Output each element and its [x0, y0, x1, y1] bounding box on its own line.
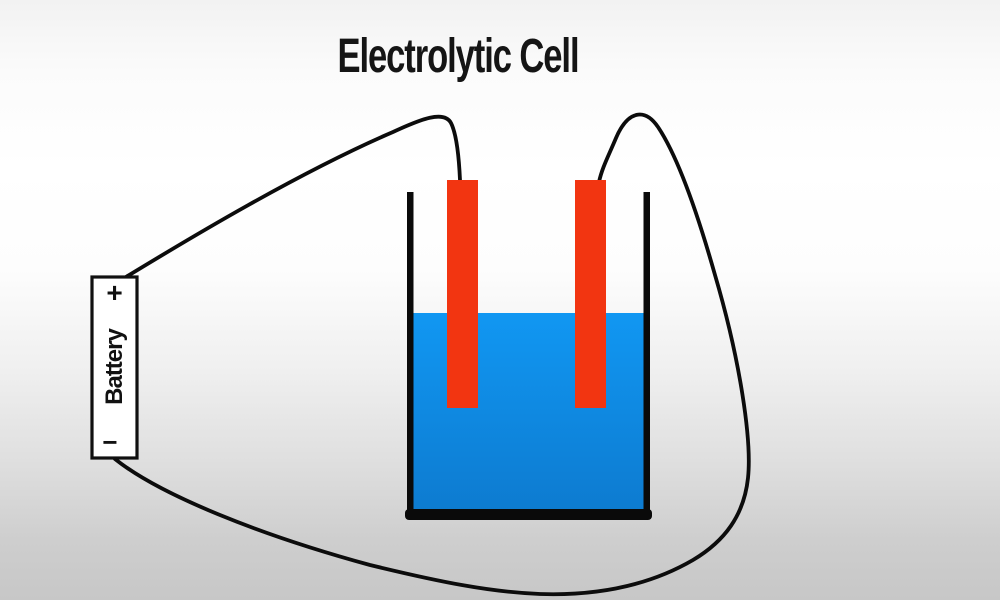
battery-label: Battery [101, 328, 128, 405]
positive-wire [124, 114, 462, 279]
beaker-left-wall [407, 192, 414, 514]
right-electrode [575, 180, 606, 408]
negative-wire [113, 112, 751, 597]
battery-negative-terminal-label: − [102, 427, 117, 457]
beaker-right-wall [643, 192, 650, 514]
battery: + Battery − [90, 275, 139, 460]
beaker-bottom [405, 509, 652, 520]
electrolyte-liquid [411, 313, 646, 511]
battery-positive-terminal-label: + [106, 277, 122, 308]
battery-body [90, 275, 139, 460]
left-electrode [447, 180, 478, 408]
diagram-title: Electrolytic Cell [337, 30, 580, 83]
